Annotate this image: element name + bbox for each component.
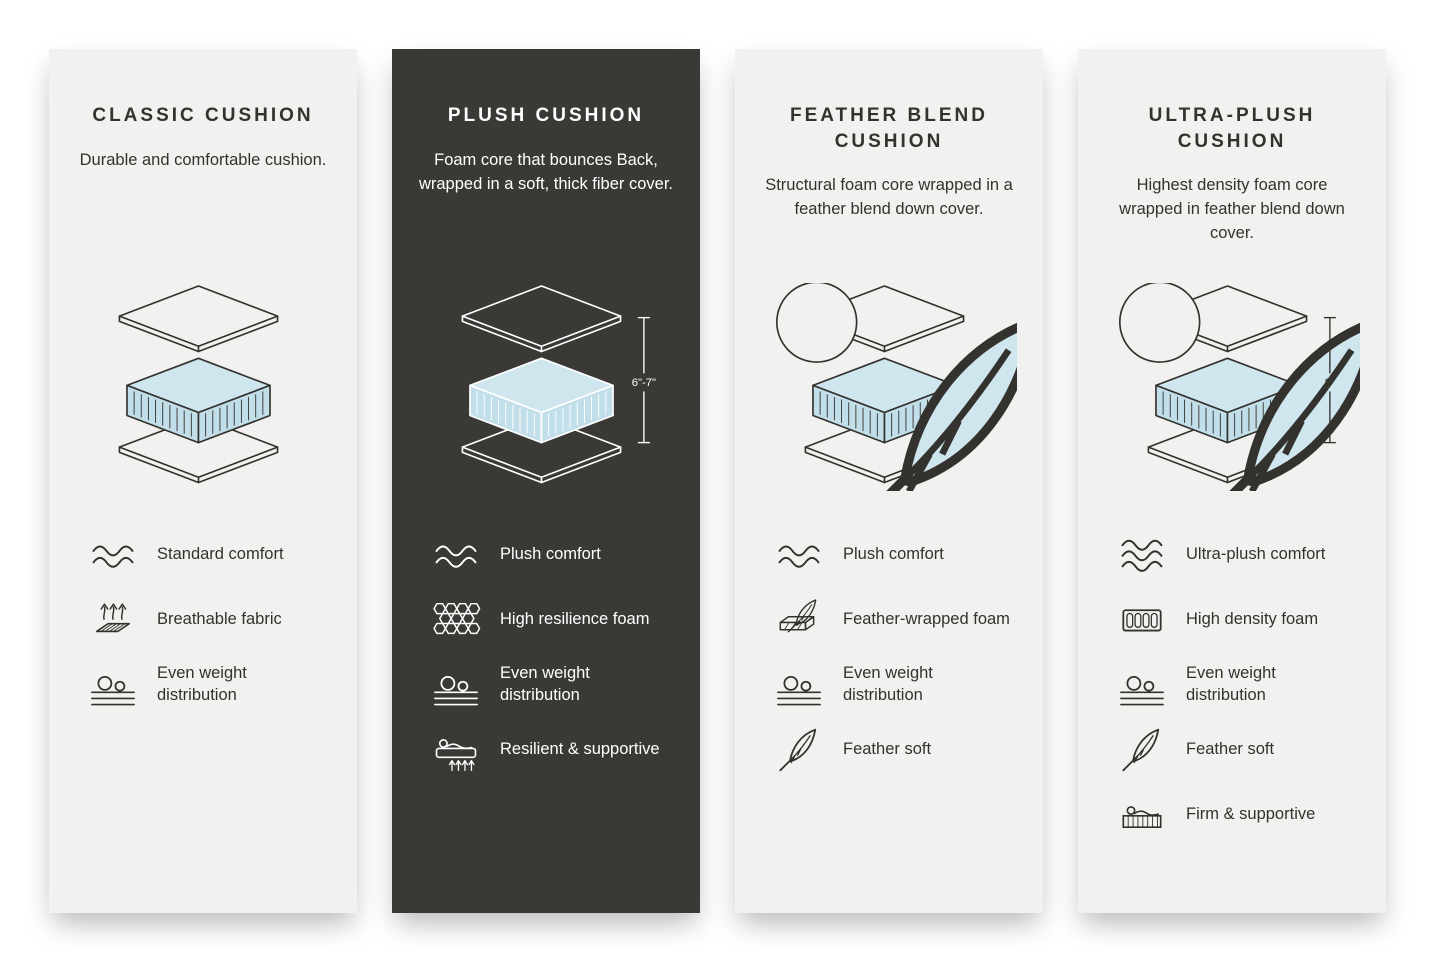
feature-label: Feather-wrapped foam bbox=[843, 610, 1010, 629]
dimension-label: 6"-7" bbox=[632, 377, 656, 389]
feature-label: Even weight distribution bbox=[1186, 664, 1276, 704]
feature-item: High density foam bbox=[1116, 594, 1360, 646]
feature-label: Standard comfort bbox=[157, 545, 284, 564]
card-header: CLASSIC CUSHION Durable and comfortable … bbox=[75, 103, 331, 275]
layered-cushion-diagram: 6"-7" bbox=[462, 286, 656, 483]
layered-cushion-diagram bbox=[119, 286, 278, 483]
feature-item: Feather soft bbox=[1116, 724, 1360, 776]
high-density-foam-icon bbox=[1116, 594, 1168, 646]
feature-label: Feather soft bbox=[843, 740, 932, 759]
wave-comfort-icon bbox=[87, 529, 139, 581]
feather-icon bbox=[1116, 724, 1168, 776]
card-description: Structural foam core wrapped in a feathe… bbox=[765, 176, 1013, 219]
feature-label: High density foam bbox=[1186, 610, 1319, 629]
card-header: FEATHER BLEND CUSHION Structural foam co… bbox=[761, 103, 1017, 275]
dimension-label: 9" bbox=[1325, 377, 1335, 389]
card-description: Durable and comfortable cushion. bbox=[79, 150, 327, 169]
feature-item: Even weight distribution bbox=[1116, 659, 1360, 711]
feather-icon bbox=[773, 724, 825, 776]
feature-item: Even weight distribution bbox=[773, 659, 1017, 711]
feature-item: Plush comfort bbox=[773, 529, 1017, 581]
cushion-card-plush-cushion: PLUSH CUSHION Foam core that bounces Bac… bbox=[392, 49, 700, 913]
cushion-illustration: 6"-7" bbox=[418, 283, 674, 491]
cushion-illustration bbox=[761, 283, 1017, 491]
feature-label: Feather soft bbox=[1186, 740, 1275, 759]
feature-label: Ultra-plush comfort bbox=[1186, 545, 1326, 564]
wave-comfort-icon bbox=[773, 529, 825, 581]
feature-label: Plush comfort bbox=[500, 545, 601, 564]
feature-item: Feather soft bbox=[773, 724, 1017, 776]
weight-distribution-icon bbox=[87, 659, 139, 711]
card-header: PLUSH CUSHION Foam core that bounces Bac… bbox=[418, 103, 674, 275]
card-description: Highest density foam core wrapped in fea… bbox=[1119, 176, 1345, 243]
feature-label: Resilient & supportive bbox=[500, 740, 660, 759]
cushion-illustration bbox=[75, 283, 331, 491]
feature-item: Standard comfort bbox=[87, 529, 331, 581]
height-dimension: 6"-7" bbox=[632, 316, 656, 444]
feature-item: Plush comfort bbox=[430, 529, 674, 581]
cushion-card-feather-blend-cushion: FEATHER BLEND CUSHION Structural foam co… bbox=[735, 49, 1043, 913]
card-title: ULTRA-PLUSH CUSHION bbox=[1148, 105, 1316, 152]
feature-item: Resilient & supportive bbox=[430, 724, 674, 776]
card-title: PLUSH CUSHION bbox=[447, 105, 645, 126]
cushion-card-classic-cushion: CLASSIC CUSHION Durable and comfortable … bbox=[49, 49, 357, 913]
wave-comfort-3-icon bbox=[1116, 529, 1168, 581]
feature-label: High resilience foam bbox=[500, 610, 650, 629]
feature-item: Even weight distribution bbox=[87, 659, 331, 711]
height-dimension: 9" bbox=[1323, 316, 1336, 444]
card-description: Foam core that bounces Back, wrapped in … bbox=[418, 150, 674, 193]
feature-label: Breathable fabric bbox=[157, 610, 282, 629]
feather-badge bbox=[1119, 283, 1360, 491]
feature-list: Standard comfort Breathable fabric Even … bbox=[75, 529, 331, 711]
feature-label: Even weight distribution bbox=[500, 664, 590, 704]
weight-distribution-icon bbox=[430, 659, 482, 711]
card-title: CLASSIC CUSHION bbox=[92, 105, 314, 126]
wave-comfort-icon bbox=[430, 529, 482, 581]
feature-item: Firm & supportive bbox=[1116, 789, 1360, 841]
feature-item: Ultra-plush comfort bbox=[1116, 529, 1360, 581]
feature-label: Plush comfort bbox=[843, 545, 944, 564]
feature-list: Plush comfort Feather-wrapped foam Even … bbox=[761, 529, 1017, 776]
feature-item: Even weight distribution bbox=[430, 659, 674, 711]
breathable-fabric-icon bbox=[87, 594, 139, 646]
feature-item: Breathable fabric bbox=[87, 594, 331, 646]
feature-label: Even weight distribution bbox=[157, 664, 247, 704]
feature-item: Feather-wrapped foam bbox=[773, 594, 1017, 646]
layered-cushion-diagram: 9" bbox=[1119, 283, 1360, 491]
honeycomb-foam-icon bbox=[430, 594, 482, 646]
feather-wrapped-foam-icon bbox=[773, 594, 825, 646]
feature-list: Plush comfort High resilience foam Even … bbox=[418, 529, 674, 776]
card-title: FEATHER BLEND CUSHION bbox=[789, 105, 989, 152]
cushion-illustration: 9" bbox=[1104, 283, 1360, 491]
cushion-card-ultra-plush-cushion: ULTRA-PLUSH CUSHION Highest density foam… bbox=[1078, 49, 1386, 913]
resilient-supportive-icon bbox=[430, 724, 482, 776]
layered-cushion-diagram bbox=[776, 283, 1017, 491]
feature-label: Firm & supportive bbox=[1186, 805, 1316, 824]
feature-label: Even weight distribution bbox=[843, 664, 933, 704]
weight-distribution-icon bbox=[773, 659, 825, 711]
feature-list: Ultra-plush comfort High density foam Ev… bbox=[1104, 529, 1360, 841]
card-header: ULTRA-PLUSH CUSHION Highest density foam… bbox=[1104, 103, 1360, 275]
feather-badge bbox=[776, 283, 1017, 491]
feature-item: High resilience foam bbox=[430, 594, 674, 646]
weight-distribution-icon bbox=[1116, 659, 1168, 711]
firm-supportive-icon bbox=[1116, 789, 1168, 841]
